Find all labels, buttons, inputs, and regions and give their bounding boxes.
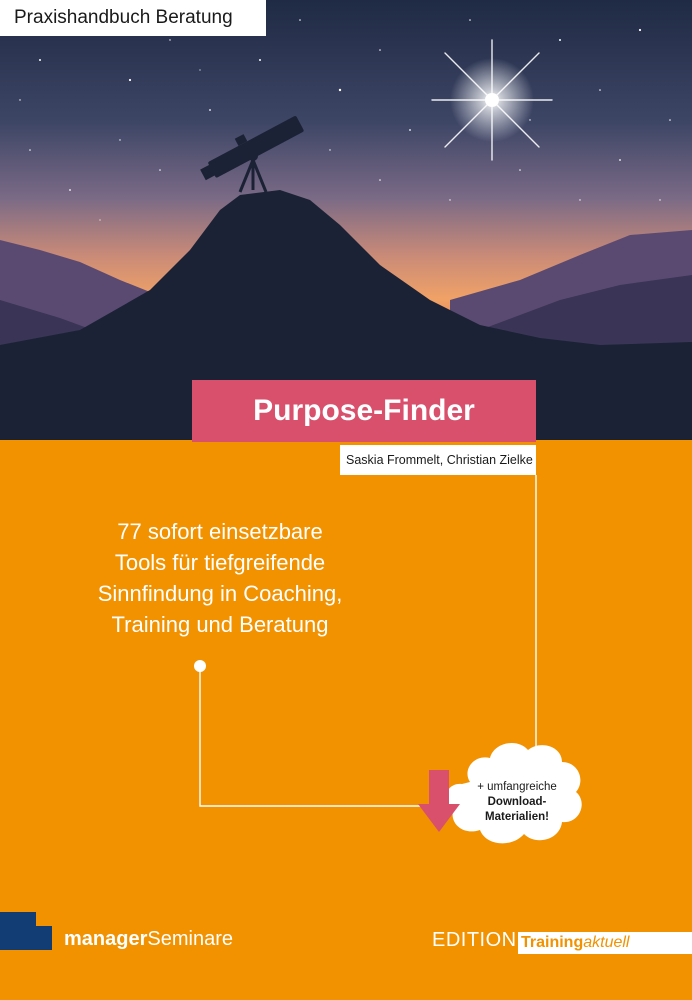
badge-text: + umfangreiche Download- Materialien!	[462, 780, 572, 825]
series-label-box: Praxishandbuch Beratung	[0, 0, 266, 36]
publisher-name-regular: Seminare	[147, 928, 233, 950]
authors: Saskia Frommelt, Christian Zielke	[346, 453, 533, 467]
subtitle-line: 77 sofort einsetzbare	[117, 519, 323, 544]
subtitle-line: Tools für tiefgreifende	[114, 550, 326, 575]
telescope-silhouette	[200, 116, 304, 193]
subtitle-line: Training und Beratung	[111, 612, 329, 637]
publisher-name-bold: manager	[64, 928, 148, 950]
badge-line-2: Download-	[487, 796, 547, 808]
line-dot	[194, 660, 206, 672]
download-arrow-icon	[418, 770, 460, 832]
night-sky-illustration	[0, 0, 692, 440]
badge-line-3: Materialien!	[485, 811, 549, 823]
publisher-name: managerSeminare	[64, 928, 233, 951]
book-title: Purpose-Finder	[253, 394, 475, 427]
title-box: Purpose-Finder	[192, 380, 536, 442]
download-cloud-badge	[446, 743, 582, 844]
bright-star	[431, 39, 553, 161]
edition-series-bold: Training	[521, 934, 584, 951]
subtitle-line: Sinnfindung in Coaching,	[97, 581, 343, 606]
mountain-silhouette	[0, 190, 692, 440]
edition-label: EDITION	[432, 929, 517, 951]
series-label: Praxishandbuch Beratung	[14, 7, 233, 28]
authors-box: Saskia Frommelt, Christian Zielke	[340, 445, 536, 475]
badge-line-1: + umfangreiche	[477, 781, 557, 793]
subtitle: 77 sofort einsetzbare Tools für tiefgrei…	[60, 516, 380, 640]
edition-series-italic: aktuell	[583, 934, 630, 951]
